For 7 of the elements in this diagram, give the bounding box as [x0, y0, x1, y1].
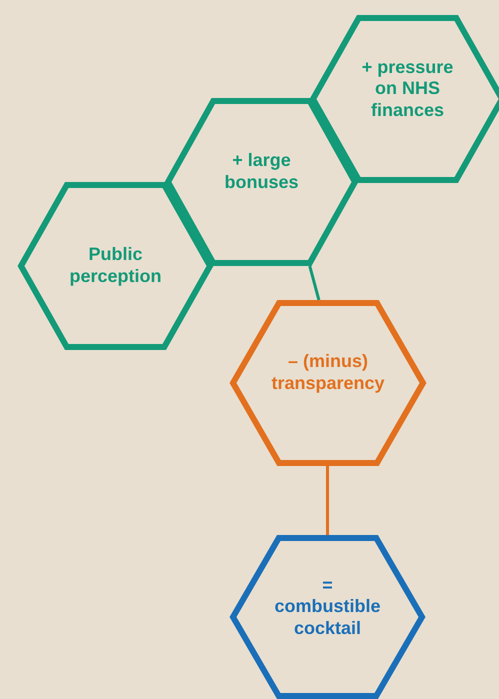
hexagon-label: + pressure on NHS finances	[360, 56, 454, 122]
hexagon-label: – (minus) transparency	[270, 351, 386, 395]
connector-line	[326, 466, 329, 535]
hexagon-label: Public perception	[68, 244, 162, 288]
hexagon-label: + large bonuses	[223, 150, 300, 194]
hexagon-label: = combustible cocktail	[273, 574, 382, 640]
connector-line	[308, 266, 320, 300]
